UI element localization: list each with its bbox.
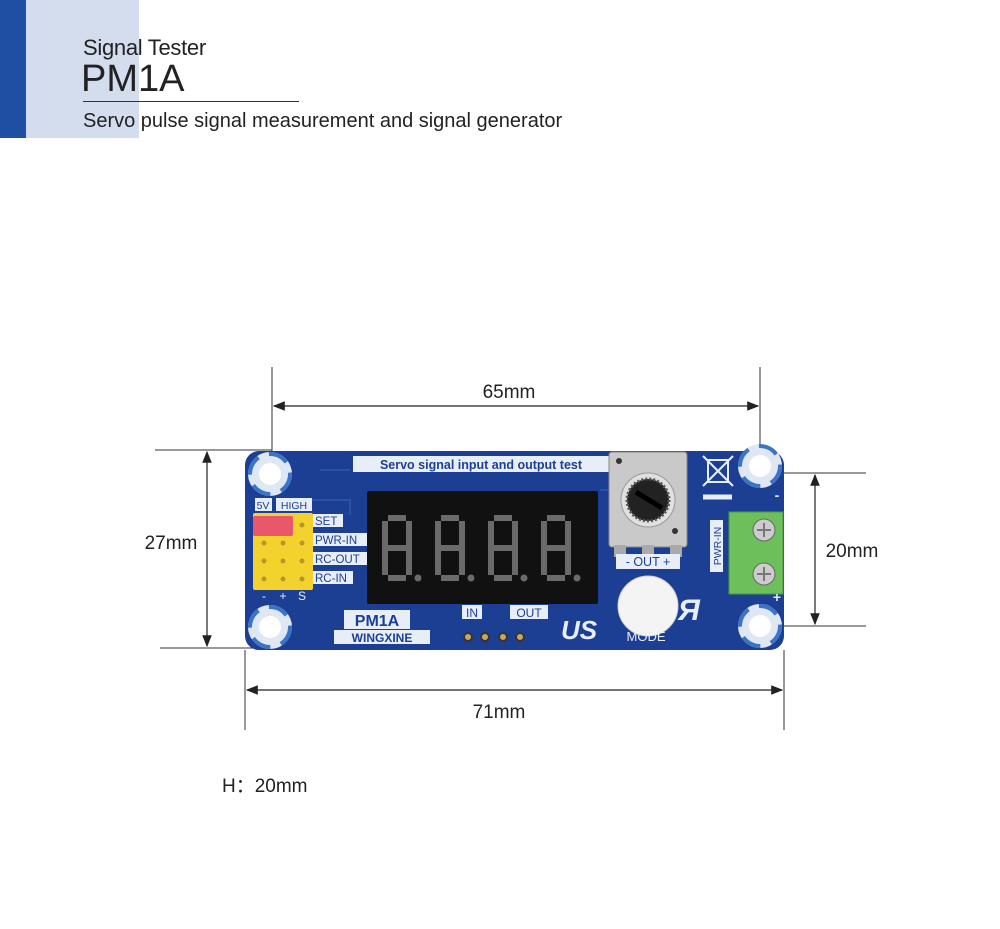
terminal-screw (752, 518, 776, 542)
digit-segment (441, 575, 459, 581)
product-description: Servo pulse signal measurement and signa… (83, 110, 563, 132)
mounting-hole (248, 452, 292, 496)
digit-segment (547, 545, 565, 551)
weee-bin-icon (702, 455, 734, 500)
digit-segment (512, 548, 518, 575)
display-digit (488, 515, 528, 582)
pin-polarity-signal: S (298, 589, 306, 603)
product-subtitle: Signal Tester (83, 35, 206, 60)
digit-segment (565, 521, 571, 548)
dim-27mm-label: 27mm (145, 533, 198, 554)
terminal-screw (752, 562, 776, 586)
power-input-label: PWR-IN (712, 527, 724, 566)
digit-segment (488, 521, 494, 548)
digit-segment (494, 545, 512, 551)
digit-segment (547, 575, 565, 581)
digit-segment (388, 575, 406, 581)
port-in-label: IN (466, 606, 478, 620)
digit-segment (541, 548, 547, 575)
mode-label: MODE (627, 629, 666, 644)
digit-segment (435, 521, 441, 548)
mounting-holes (248, 444, 782, 649)
digit-segment (459, 548, 465, 575)
jumper-label-high: HIGH (281, 500, 307, 512)
mounting-hole (248, 605, 292, 649)
pin-labels: SET PWR-IN RC-OUT RC-IN (313, 514, 369, 585)
digit-segment (388, 545, 406, 551)
height-label: H：20mm (222, 776, 308, 797)
mode-button[interactable] (617, 575, 679, 637)
digit-segment (512, 521, 518, 548)
ul-mark-icon: Я (677, 594, 701, 627)
digit-segment (488, 548, 494, 575)
decimal-point (520, 574, 528, 582)
display-digits (382, 515, 581, 582)
jumper-label-5v: 5V (257, 500, 270, 512)
digit-segment (406, 521, 412, 548)
product-title: PM1A (81, 58, 185, 100)
port-out-label: OUT (516, 606, 542, 620)
seven-segment-display (367, 491, 598, 604)
pin-label-rc-in: RC-IN (315, 573, 347, 585)
digit-segment (494, 575, 512, 581)
dimension-lines (202, 401, 820, 695)
display-digit (435, 515, 475, 582)
out-polarity-label: - OUT + (626, 555, 671, 569)
cert-mark-label: US (561, 615, 598, 645)
display-digit (541, 515, 581, 582)
pin-polarity-plus: + (279, 589, 286, 603)
dim-71mm-label: 71mm (473, 702, 526, 723)
digit-segment (565, 548, 571, 575)
board-model-label: PM1A (355, 613, 400, 630)
digit-segment (382, 521, 388, 548)
mounting-hole (738, 444, 782, 488)
dim-65mm-label: 65mm (483, 382, 536, 403)
terminal-minus-label: - (775, 487, 780, 503)
board-brand-label: WINGXINE (352, 631, 413, 645)
digit-segment (388, 515, 406, 521)
banner-bg (353, 456, 609, 472)
mounting-hole (738, 604, 782, 648)
display-digit (382, 515, 422, 582)
digit-segment (547, 515, 565, 521)
potentiometer[interactable] (608, 451, 688, 557)
decimal-point (467, 574, 475, 582)
decimal-point (414, 574, 422, 582)
digit-segment (541, 521, 547, 548)
jumper-cap (253, 516, 293, 536)
board-banner: Servo signal input and output test (380, 458, 583, 472)
digit-segment (441, 515, 459, 521)
terminal-plus-label: + (773, 589, 781, 605)
pin-label-pwr-in: PWR-IN (315, 535, 357, 547)
title-divider (83, 101, 299, 102)
digit-segment (382, 548, 388, 575)
digit-segment (459, 521, 465, 548)
pin-label-set: SET (315, 516, 337, 528)
pin-polarity-minus: - (262, 589, 266, 603)
pcb-board: Servo signal input and output test 5V HI… (245, 444, 784, 650)
digit-segment (441, 545, 459, 551)
digit-segment (406, 548, 412, 575)
header-accent-bar (0, 0, 26, 138)
signal-pads (463, 632, 525, 642)
header-accent-panel (26, 0, 139, 138)
digit-segment (435, 548, 441, 575)
digit-segment (494, 515, 512, 521)
pin-label-rc-out: RC-OUT (315, 554, 360, 566)
decimal-point (573, 574, 581, 582)
dim-20mm-label: 20mm (826, 541, 879, 562)
